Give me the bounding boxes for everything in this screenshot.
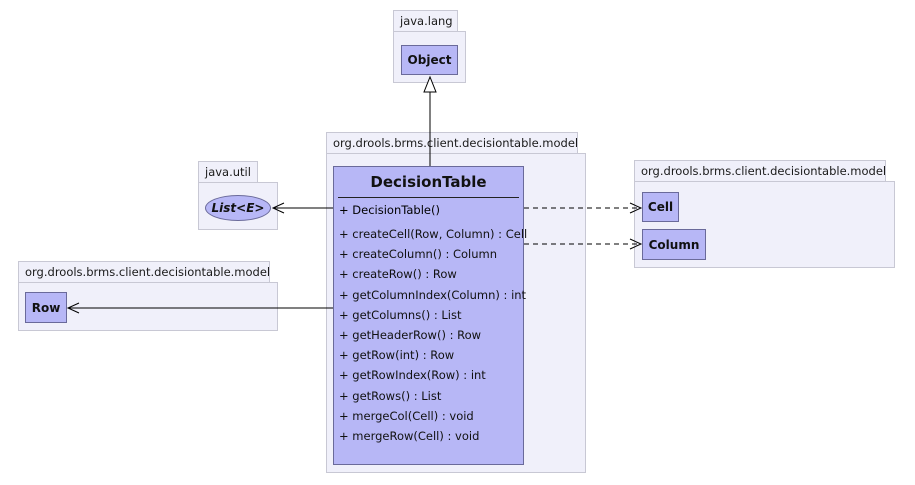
package-tab-java-util: java.util bbox=[198, 161, 258, 183]
operation-get-header-row: + getHeaderRow() : Row bbox=[339, 328, 482, 343]
operation-get-row-index: + getRowIndex(Row) : int bbox=[339, 368, 486, 383]
operation-merge-col: + mergeCol(Cell) : void bbox=[339, 408, 474, 423]
class-decision-table[interactable]: DecisionTable + DecisionTable() + create… bbox=[333, 166, 528, 465]
operation-create-row: + createRow() : Row bbox=[339, 267, 457, 282]
class-column[interactable]: Column bbox=[642, 229, 706, 260]
package-tab-model-left: org.drools.brms.client.decisiontable.mod… bbox=[18, 261, 270, 283]
row-arrowhead bbox=[66, 302, 80, 314]
package-tab-model-right: org.drools.brms.client.decisiontable.mod… bbox=[634, 160, 886, 182]
class-row[interactable]: Row bbox=[25, 292, 67, 323]
operations-list: + createCell(Row, Column) : Cell + creat… bbox=[334, 222, 528, 446]
operation-get-row: + getRow(int) : Row bbox=[339, 348, 455, 363]
operation-get-column-index: + getColumnIndex(Column) : int bbox=[339, 287, 527, 302]
operation-merge-row: + mergeRow(Cell) : void bbox=[339, 429, 480, 444]
operation-create-column: + createColumn() : Column bbox=[339, 247, 498, 262]
decision-table-constructor: + DecisionTable() bbox=[339, 203, 440, 217]
generalization-arrowhead bbox=[423, 75, 437, 93]
attribute-separator bbox=[338, 197, 519, 198]
class-object[interactable]: Object bbox=[401, 45, 458, 75]
decision-table-title: DecisionTable bbox=[370, 173, 487, 191]
class-cell[interactable]: Cell bbox=[642, 192, 679, 222]
cell-arrowhead bbox=[629, 202, 643, 214]
interface-list[interactable]: List<E> bbox=[205, 195, 271, 221]
operation-get-rows: + getRows() : List bbox=[339, 388, 442, 403]
operation-get-columns: + getColumns() : List bbox=[339, 307, 462, 322]
operation-create-cell: + createCell(Row, Column) : Cell bbox=[339, 227, 528, 241]
list-arrowhead bbox=[271, 202, 285, 214]
column-arrowhead bbox=[629, 238, 643, 250]
